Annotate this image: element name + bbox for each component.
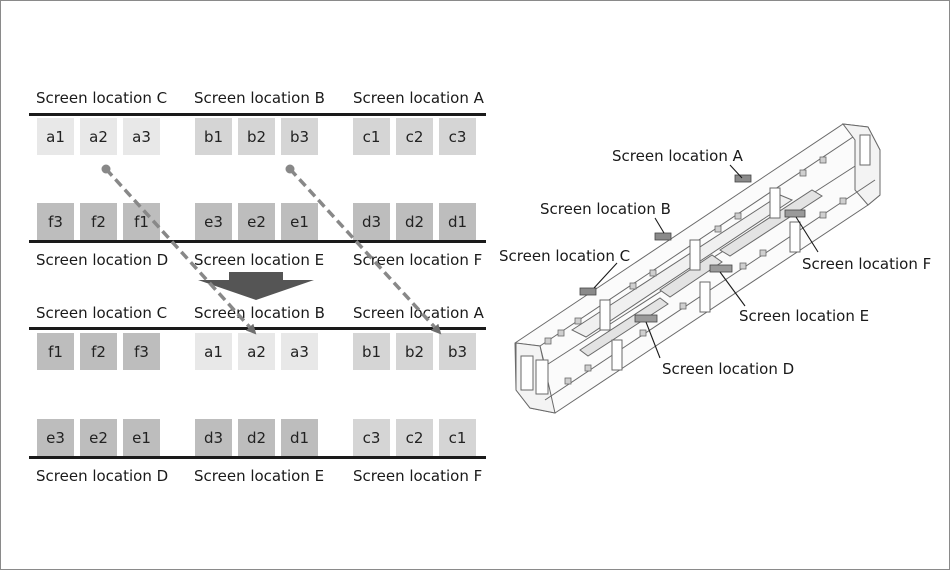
screen-cell: c3 [439, 118, 476, 155]
screen-cell: a2 [238, 333, 275, 370]
screen-cell: b2 [238, 118, 275, 155]
screen-cell: c1 [439, 419, 476, 456]
screen-cell: a3 [281, 333, 318, 370]
bottom-label-e: Screen location E [194, 467, 325, 485]
screen-cell: a1 [37, 118, 74, 155]
screen-cell: a2 [80, 118, 117, 155]
screen-cell: f2 [80, 203, 117, 240]
bottom-label-a: Screen location A [353, 304, 484, 322]
screen-cell: f3 [123, 333, 160, 370]
screen-cell: c2 [396, 419, 433, 456]
screen-cell: d3 [195, 419, 232, 456]
screen-cell: f3 [37, 203, 74, 240]
screen-marker-e [709, 264, 733, 273]
screen-marker-f [784, 209, 806, 218]
top-label-e: Screen location E [194, 251, 325, 269]
screen-cell: e2 [238, 203, 275, 240]
bottom-label-b: Screen location B [194, 304, 325, 322]
top-label-f: Screen location F [353, 251, 483, 269]
callout-screen-e: Screen location E [739, 307, 870, 325]
bottom-label-f: Screen location F [353, 467, 483, 485]
screen-cell: c1 [353, 118, 390, 155]
screen-cell: f1 [37, 333, 74, 370]
down-arrow-icon [198, 272, 314, 300]
screen-cell: e1 [281, 203, 318, 240]
screen-cell: e1 [123, 419, 160, 456]
screen-cell: b1 [353, 333, 390, 370]
screen-cell: b3 [439, 333, 476, 370]
screen-cell: d1 [281, 419, 318, 456]
callout-screen-a: Screen location A [612, 147, 743, 165]
bottom-label-d: Screen location D [36, 467, 169, 485]
bottom-block-lower-rule [29, 456, 486, 459]
screen-cell: b1 [195, 118, 232, 155]
screen-cell: b3 [281, 118, 318, 155]
screen-cell: c3 [353, 419, 390, 456]
callout-screen-b: Screen location B [540, 200, 671, 218]
top-block-lower-rule [29, 240, 486, 243]
top-block-upper-rule [29, 113, 486, 116]
dashed-arrow-a [104, 167, 257, 335]
screen-cell: d2 [238, 419, 275, 456]
top-label-a: Screen location A [353, 89, 484, 107]
dashed-arrow-b [288, 167, 442, 335]
screen-marker-d [634, 314, 658, 323]
screen-cell: e3 [37, 419, 74, 456]
screen-cell: a3 [123, 118, 160, 155]
top-label-c: Screen location C [36, 89, 168, 107]
screen-cell: e3 [195, 203, 232, 240]
callout-screen-f: Screen location F [802, 255, 932, 273]
screen-cell: d2 [396, 203, 433, 240]
callout-screen-d: Screen location D [662, 360, 795, 378]
callout-screen-c: Screen location C [499, 247, 631, 265]
bottom-label-c: Screen location C [36, 304, 168, 322]
screen-marker-b [654, 232, 672, 241]
screen-cell: d3 [353, 203, 390, 240]
screen-marker-c [579, 287, 597, 296]
screen-cell: b2 [396, 333, 433, 370]
screen-cell: f2 [80, 333, 117, 370]
top-label-d: Screen location D [36, 251, 169, 269]
screen-cell: d1 [439, 203, 476, 240]
screen-marker-a [734, 174, 752, 183]
screen-cell: e2 [80, 419, 117, 456]
bottom-block-upper-rule [29, 327, 486, 330]
screen-cell: a1 [195, 333, 232, 370]
top-label-b: Screen location B [194, 89, 325, 107]
screen-cell: c2 [396, 118, 433, 155]
